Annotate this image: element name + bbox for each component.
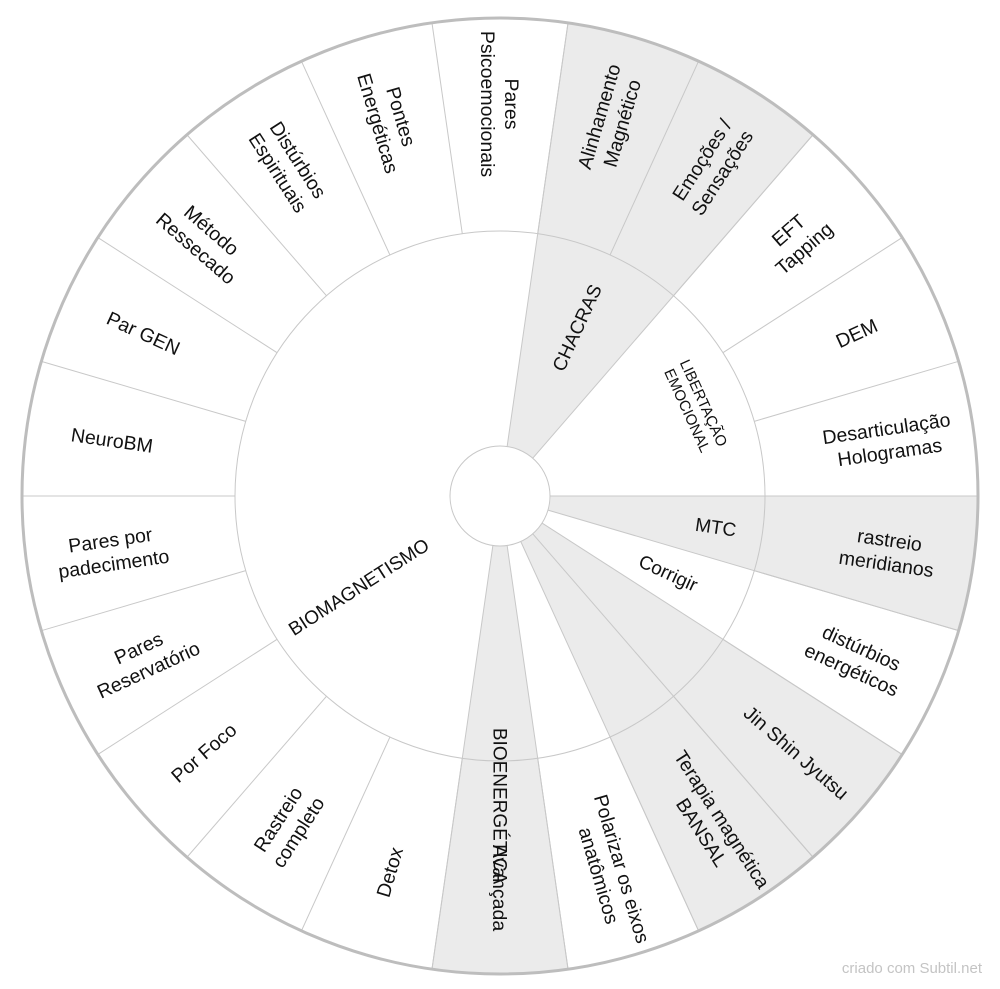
segment-14 [431,758,569,975]
segment-20 [21,361,246,497]
segment-divider [300,736,391,932]
segment-8 [754,361,979,496]
segment-3 [431,18,569,234]
segment-divider [97,237,278,354]
outer-rim [20,16,980,976]
group-divider [532,533,814,858]
group-divider [541,522,903,755]
group-region-bioenerg [462,545,538,761]
group-divider [506,545,569,970]
group-region-chacras [507,233,674,459]
segment-9 [754,496,978,631]
segment-divider [300,60,391,256]
group-divider [547,509,959,632]
center-hub [449,445,551,547]
segment-5 [610,61,814,296]
group-region-polarizar [507,541,611,759]
segment-divider [431,22,463,234]
segment-11 [673,639,903,858]
segment-0 [97,134,327,353]
segment-divider [41,570,246,632]
segment-1 [186,61,390,296]
segment-18 [41,570,278,755]
middle-ring [234,230,766,762]
group-divider [431,545,494,970]
group-region-mtc [547,496,765,571]
group-divider [506,22,569,447]
group-region-biomag [235,352,493,759]
segment-divider [186,134,327,297]
group-label-bioenergetica: BIOENERGÉTICA [488,728,509,885]
segment-17 [97,639,327,858]
segment-label-line: Avançada [488,845,510,932]
segment-21 [41,237,278,422]
segment-divider [186,695,327,858]
segment-label-line: Pares [500,79,522,130]
segment-16 [186,696,390,931]
segment-4 [537,22,699,255]
segment-divider [609,60,700,256]
segment-10 [722,570,959,755]
segment-divider [754,360,959,422]
group-region-biomag [277,231,538,469]
segment-6 [673,134,903,353]
segment-7 [722,237,959,422]
segment-divider [722,237,903,354]
segment-label: ParesPsicoemocionais [476,31,522,178]
group-divider [520,541,700,932]
segment-15 [301,737,463,970]
segment-12 [610,696,814,931]
credit-text: criado com Subtil.net [841,960,982,977]
segment-label: Avançada [488,845,510,932]
group-region-corrigir [542,510,755,640]
segment-2 [301,22,463,255]
group-region-terapia [520,533,674,738]
group-region-libert [532,295,765,496]
segment-divider [97,638,278,755]
segment-label-line: Psicoemocionais [476,31,498,178]
segment-13 [537,737,699,970]
group-region-jinshin [532,523,723,697]
group-label-bioenergetica-line: BIOENERGÉTICA [488,728,509,885]
segment-divider [41,360,246,422]
group-divider [532,134,814,459]
segment-19 [22,496,246,631]
